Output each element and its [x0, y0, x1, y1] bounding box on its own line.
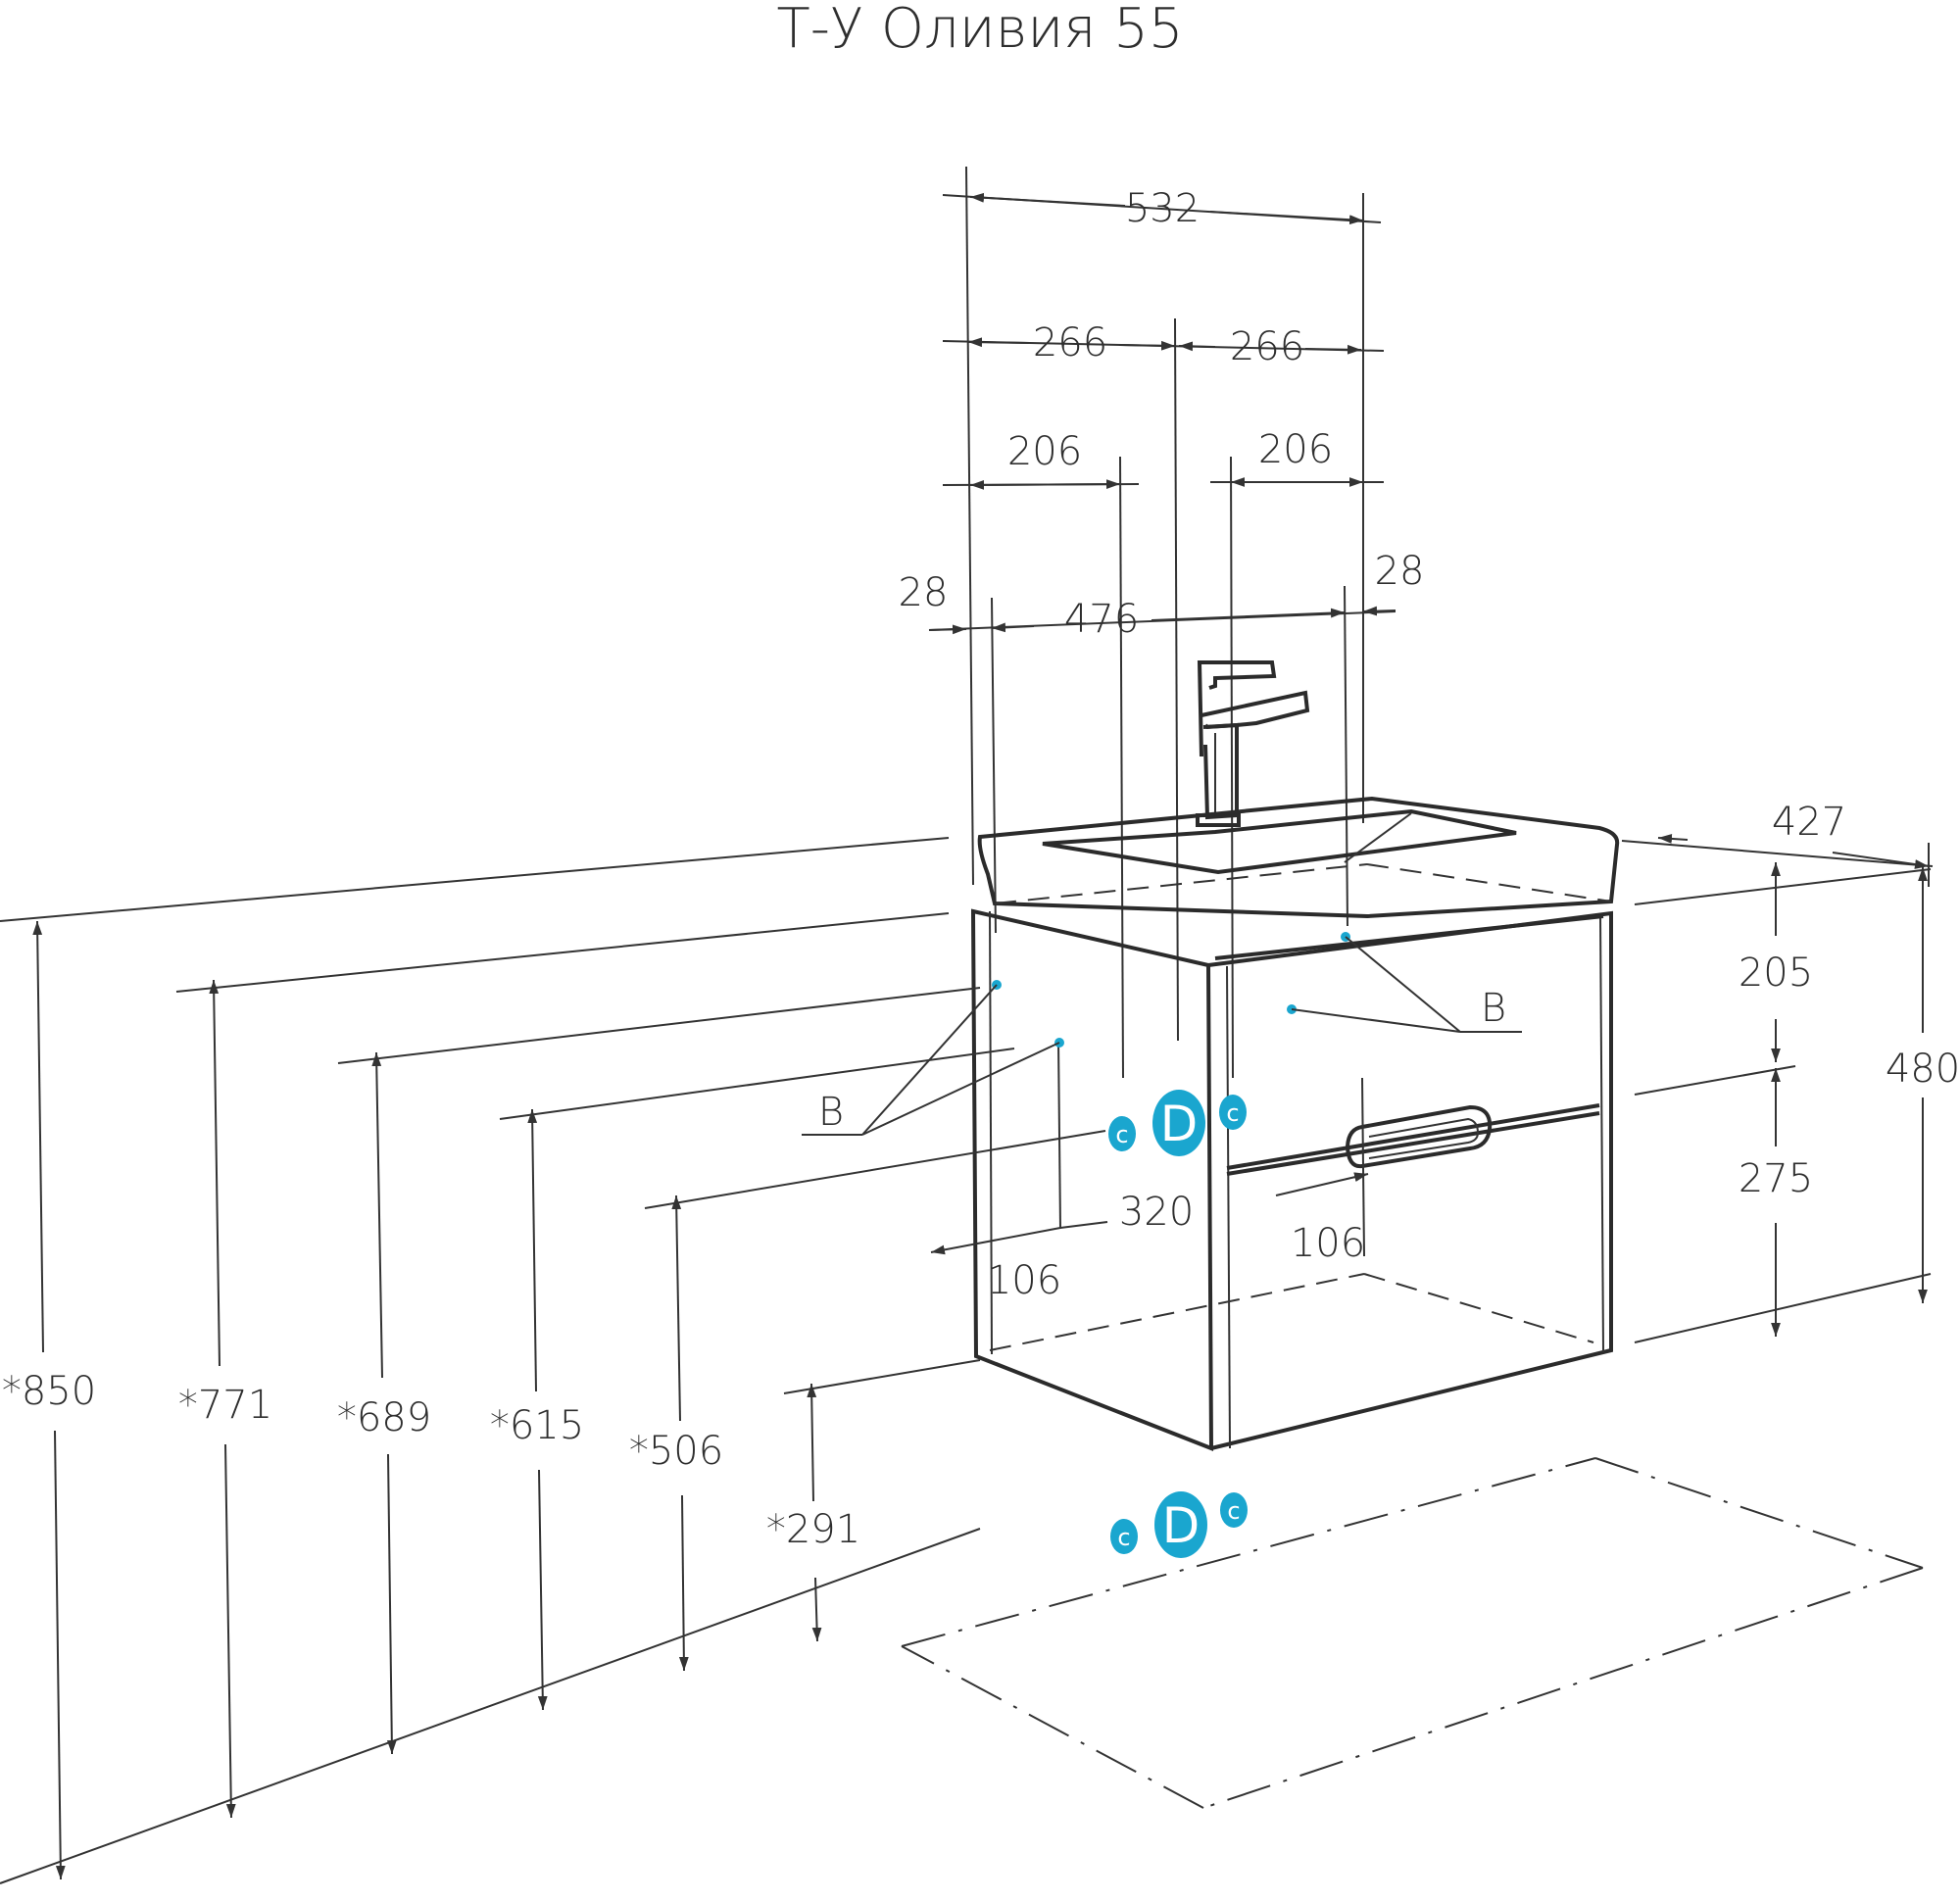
dim-615: *615 [490, 1403, 584, 1448]
cabinet [970, 908, 1613, 1451]
dim-480: 480 [1886, 1047, 1960, 1092]
label-b-right: B [1481, 986, 1506, 1031]
dim-532: 532 [1125, 186, 1200, 231]
cold-water-icon: c [1110, 1519, 1138, 1554]
dim-275: 275 [1739, 1156, 1813, 1201]
faucet [1196, 660, 1310, 827]
dim-689: *689 [337, 1395, 431, 1440]
connection-group-lower: c D c [1110, 1491, 1248, 1558]
height-dimensions: *850 *771 *689 *615 *506 *291 [0, 837, 1106, 1884]
top-dimensions: 532 266 266 206 206 28 476 28 [899, 166, 1425, 1079]
dim-28-right: 28 [1375, 549, 1425, 594]
cold-water-icon: c [1108, 1116, 1136, 1151]
svg-text:c: c [1117, 1524, 1130, 1551]
dim-206-right: 206 [1258, 427, 1333, 472]
hot-water-icon: c [1219, 1095, 1247, 1130]
dim-476: 476 [1064, 597, 1139, 642]
dim-106-right: 106 [1291, 1221, 1365, 1266]
svg-text:D: D [1160, 1096, 1199, 1152]
dim-506: *506 [629, 1429, 723, 1474]
dim-850: *850 [2, 1369, 96, 1414]
washbasin [977, 796, 1620, 919]
svg-text:D: D [1162, 1497, 1200, 1554]
dim-266-left: 266 [1033, 320, 1107, 366]
right-dimensions: 427 205 275 480 [1621, 800, 1960, 1343]
svg-text:c: c [1227, 1497, 1240, 1525]
dim-291: *291 [766, 1507, 860, 1552]
label-b-left: B [818, 1090, 844, 1135]
drain-icon: D [1152, 1090, 1205, 1156]
svg-text:c: c [1226, 1099, 1239, 1127]
bottom-dimensions: 320 106 106 [930, 1040, 1369, 1303]
dim-320: 320 [1119, 1190, 1194, 1235]
floor-outline [901, 1457, 1924, 1809]
mounting-points: B B [802, 932, 1522, 1136]
dim-771: *771 [178, 1383, 272, 1428]
dim-28-left: 28 [899, 570, 949, 615]
svg-text:c: c [1115, 1121, 1128, 1148]
drawing-title: Т-У Оливия 55 [777, 0, 1184, 61]
connection-group-upper: c D c [1108, 1090, 1247, 1156]
drain-icon: D [1154, 1491, 1207, 1558]
dim-106-left: 106 [987, 1258, 1061, 1303]
dim-205: 205 [1739, 951, 1813, 996]
dim-206-left: 206 [1007, 429, 1082, 474]
dim-427: 427 [1772, 800, 1846, 845]
dim-266-right: 266 [1230, 324, 1304, 369]
hot-water-icon: c [1220, 1492, 1248, 1528]
